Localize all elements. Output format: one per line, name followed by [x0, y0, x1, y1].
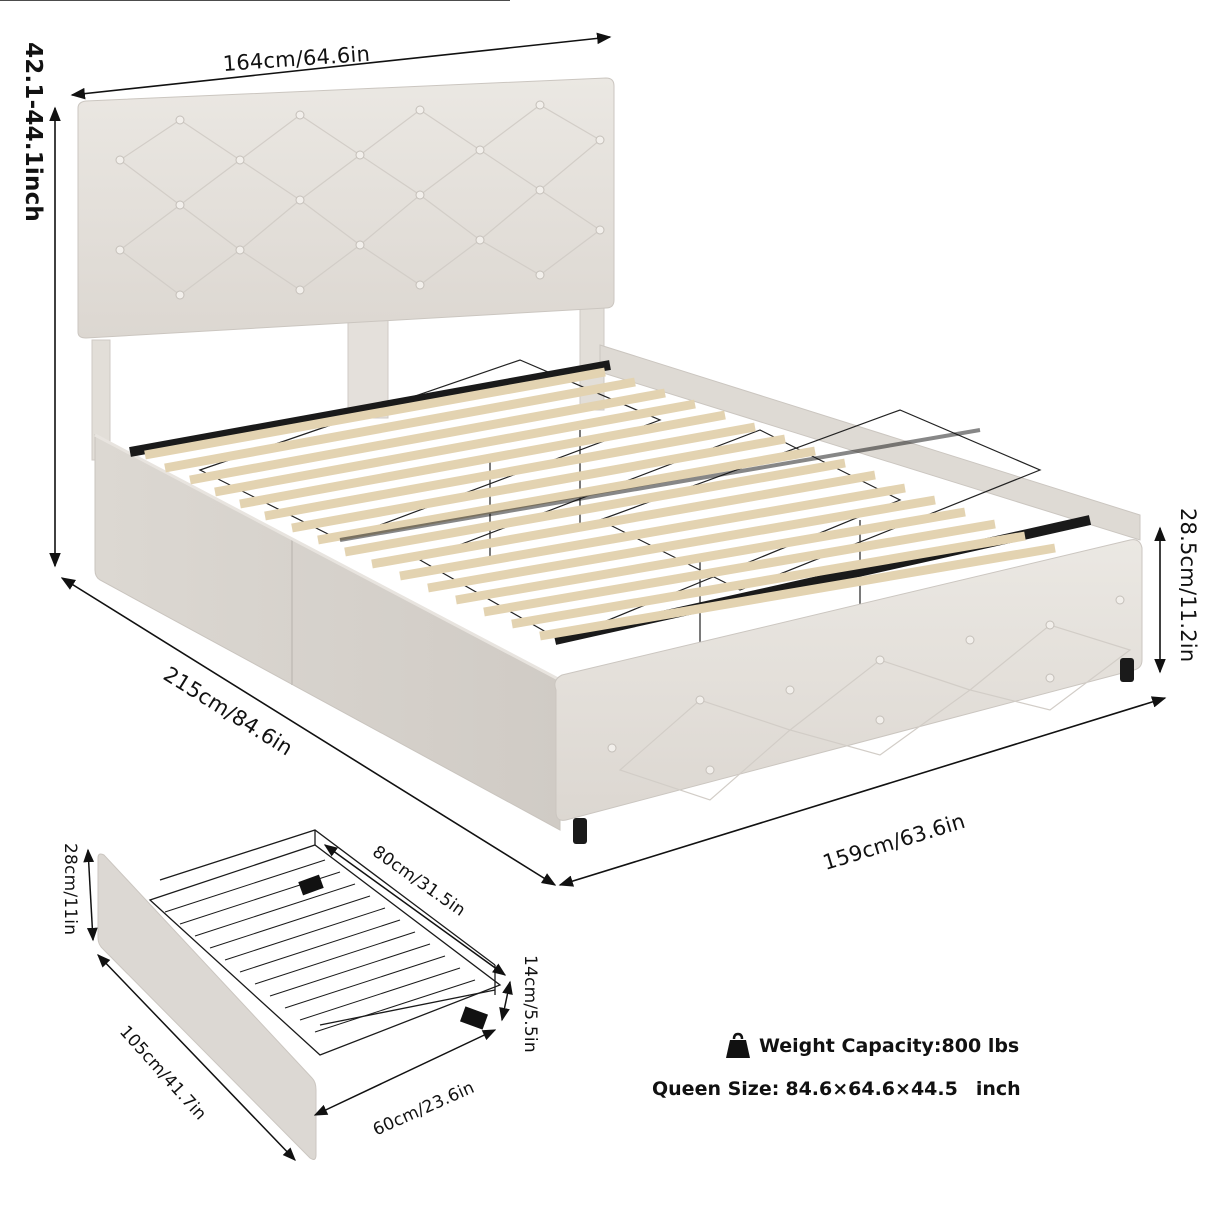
weight-capacity: Weight Capacity:800 lbs: [725, 1032, 1019, 1060]
weight-icon: [726, 1032, 750, 1058]
queen-size-spec: Queen Size: 84.6×64.6×44.5 inch: [652, 1078, 1021, 1100]
drawer-illustration: [0, 0, 513, 1161]
headboard-height-label: 42.1-44.1inch: [20, 42, 46, 222]
weight-value: 800 lbs: [941, 1035, 1020, 1057]
drawer-front-height-label: 28cm/11in: [60, 843, 80, 936]
basket-height-label: 14cm/5.5in: [520, 955, 540, 1053]
weight-label: Weight Capacity:: [759, 1035, 942, 1057]
size-label: Queen Size:: [652, 1078, 780, 1100]
size-value: 84.6×64.6×44.5: [785, 1078, 958, 1100]
size-unit: inch: [975, 1078, 1021, 1100]
side-rail-height-label: 28.5cm/11.2in: [1176, 508, 1200, 663]
bed-dimension-lines: [49, 32, 1167, 887]
headboard: [77, 77, 615, 339]
